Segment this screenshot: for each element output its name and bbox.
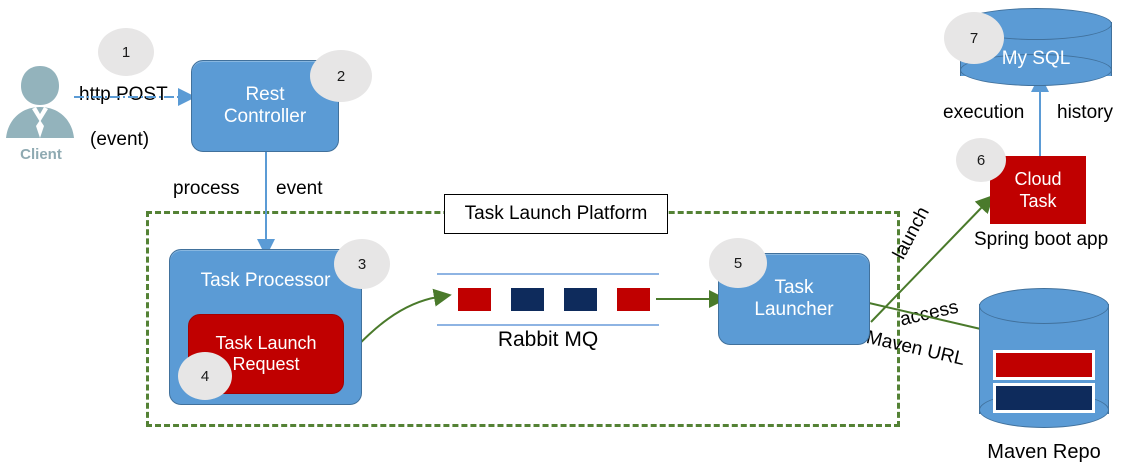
edge-label-event: event [276,178,323,199]
step-badge-3-label: 3 [357,255,367,273]
step-badge-3: 3 [334,239,390,289]
step-badge-4: 4 [178,352,232,400]
platform-title-label: Task Launch Platform [464,203,648,224]
maven-repo-artifact-2 [993,383,1095,413]
task-processor-label: Task Processor [200,270,331,291]
step-badge-6-label: 6 [976,151,986,169]
cloud-task-caption: Spring boot app [974,229,1109,250]
queue-message-1 [458,288,491,311]
step-badge-7-label: 7 [969,29,979,47]
task-launcher-label-line1: Task [774,276,814,298]
my-sql-label: My SQL [1001,48,1071,69]
user-icon [4,62,76,140]
edge-label-process: process [173,178,240,199]
edge-label-http-post-event: (event) [90,129,150,150]
node-cloud-task[interactable]: Cloud Task [990,156,1086,224]
step-badge-5-label: 5 [733,254,743,272]
edge-label-history: history [1057,102,1113,123]
edge-label-execution: execution [943,102,1025,123]
step-badge-5: 5 [709,238,767,288]
queue-message-3 [564,288,597,311]
task-launch-request-label-line1: Task Launch [215,332,317,353]
step-badge-6: 6 [956,138,1006,182]
rabbit-mq-rail-top [437,273,659,275]
step-badge-1-label: 1 [121,43,131,61]
queue-message-4 [617,288,650,311]
maven-repo-label: Maven Repo [987,441,1101,463]
client-label: Client [20,146,62,163]
maven-repo-cylinder-top [979,288,1109,324]
edge-label-access: access [898,296,961,331]
rest-controller-label-line1: Rest [245,83,285,105]
step-badge-7: 7 [944,12,1004,64]
queue-message-2 [511,288,544,311]
cloud-task-label-line2: Task [1019,191,1057,211]
maven-repo-artifact-1 [993,350,1095,380]
step-badge-2-label: 2 [336,67,346,85]
step-badge-2: 2 [310,50,372,102]
rabbit-mq-rail-bottom [437,324,659,326]
step-badge-4-label: 4 [200,367,210,385]
node-maven-repo[interactable] [979,288,1109,436]
task-launch-request-label-line2: Request [232,354,300,374]
platform-title-box: Task Launch Platform [444,194,668,234]
rabbit-mq-label: Rabbit MQ [497,328,599,351]
task-launcher-label-line2: Launcher [754,299,834,320]
edge-label-http-post: http POST [79,84,168,105]
cloud-task-label-line1: Cloud [1014,168,1062,189]
rest-controller-label-line2: Controller [223,106,307,127]
step-badge-1: 1 [98,28,154,76]
